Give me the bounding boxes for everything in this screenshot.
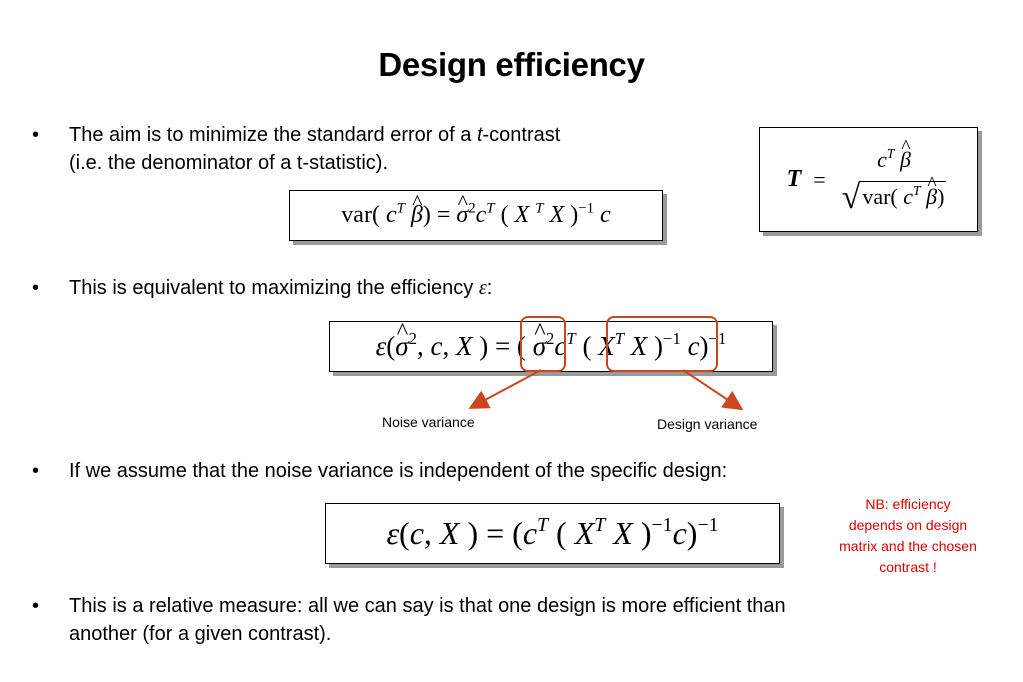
- formula-variance: var( cT β) = σ2cT ( X T X )−1 c: [289, 190, 663, 241]
- page-title: Design efficiency: [378, 46, 645, 83]
- epsilon-symbol: ε: [478, 277, 487, 299]
- noise-variance-highlight: [520, 316, 566, 372]
- nb-note: NB: efficiency depends on design matrix …: [810, 494, 1006, 578]
- bullet-4-line-2: another (for a given contrast).: [69, 623, 332, 645]
- bullet-4-line-1: This is a relative measure: all we can s…: [69, 595, 786, 617]
- bullet-2: This is equivalent to maximizing the eff…: [69, 275, 492, 301]
- nb-note-line-4: contrast !: [879, 559, 937, 575]
- bullet-1-line-2: (i.e. the denominator of a t-statistic).: [69, 152, 389, 174]
- nb-note-line-3: matrix and the chosen: [839, 538, 977, 554]
- bullet-1-line-1: The aim is to minimize the standard erro…: [69, 122, 560, 148]
- noise-arrow: [468, 369, 542, 409]
- bullet-3: If we assume that the noise variance is …: [69, 460, 728, 482]
- design-variance-highlight: [606, 316, 718, 372]
- bullet-marker: •: [32, 124, 40, 146]
- bullet-1-text: The aim is to minimize the standard erro…: [69, 124, 477, 146]
- bullet-marker: •: [32, 460, 40, 482]
- bullet-2-colon: :: [486, 277, 493, 299]
- nb-note-line-1: NB: efficiency: [865, 496, 951, 512]
- formula-efficiency-simple: ε(c, X ) = (cT ( XT X )−1c)−1: [325, 503, 780, 564]
- design-variance-label: Design variance: [657, 416, 758, 432]
- bullet-1-t-italic: t: [476, 124, 483, 146]
- design-arrow: [682, 369, 744, 411]
- bullet-1-text-end: -contrast: [482, 124, 561, 146]
- bullet-2-text: This is equivalent to maximizing the eff…: [69, 277, 479, 299]
- bullet-marker: •: [32, 277, 40, 299]
- noise-variance-label: Noise variance: [382, 414, 475, 430]
- bullet-marker: •: [32, 595, 40, 617]
- formula-t-statistic: T = cT β √var( cT β): [759, 127, 978, 232]
- formula-efficiency-full: ε(σ2, c, X ) = ( σ2cT ( XT X )−1 c)−1: [329, 321, 773, 372]
- nb-note-line-2: depends on design: [848, 517, 968, 533]
